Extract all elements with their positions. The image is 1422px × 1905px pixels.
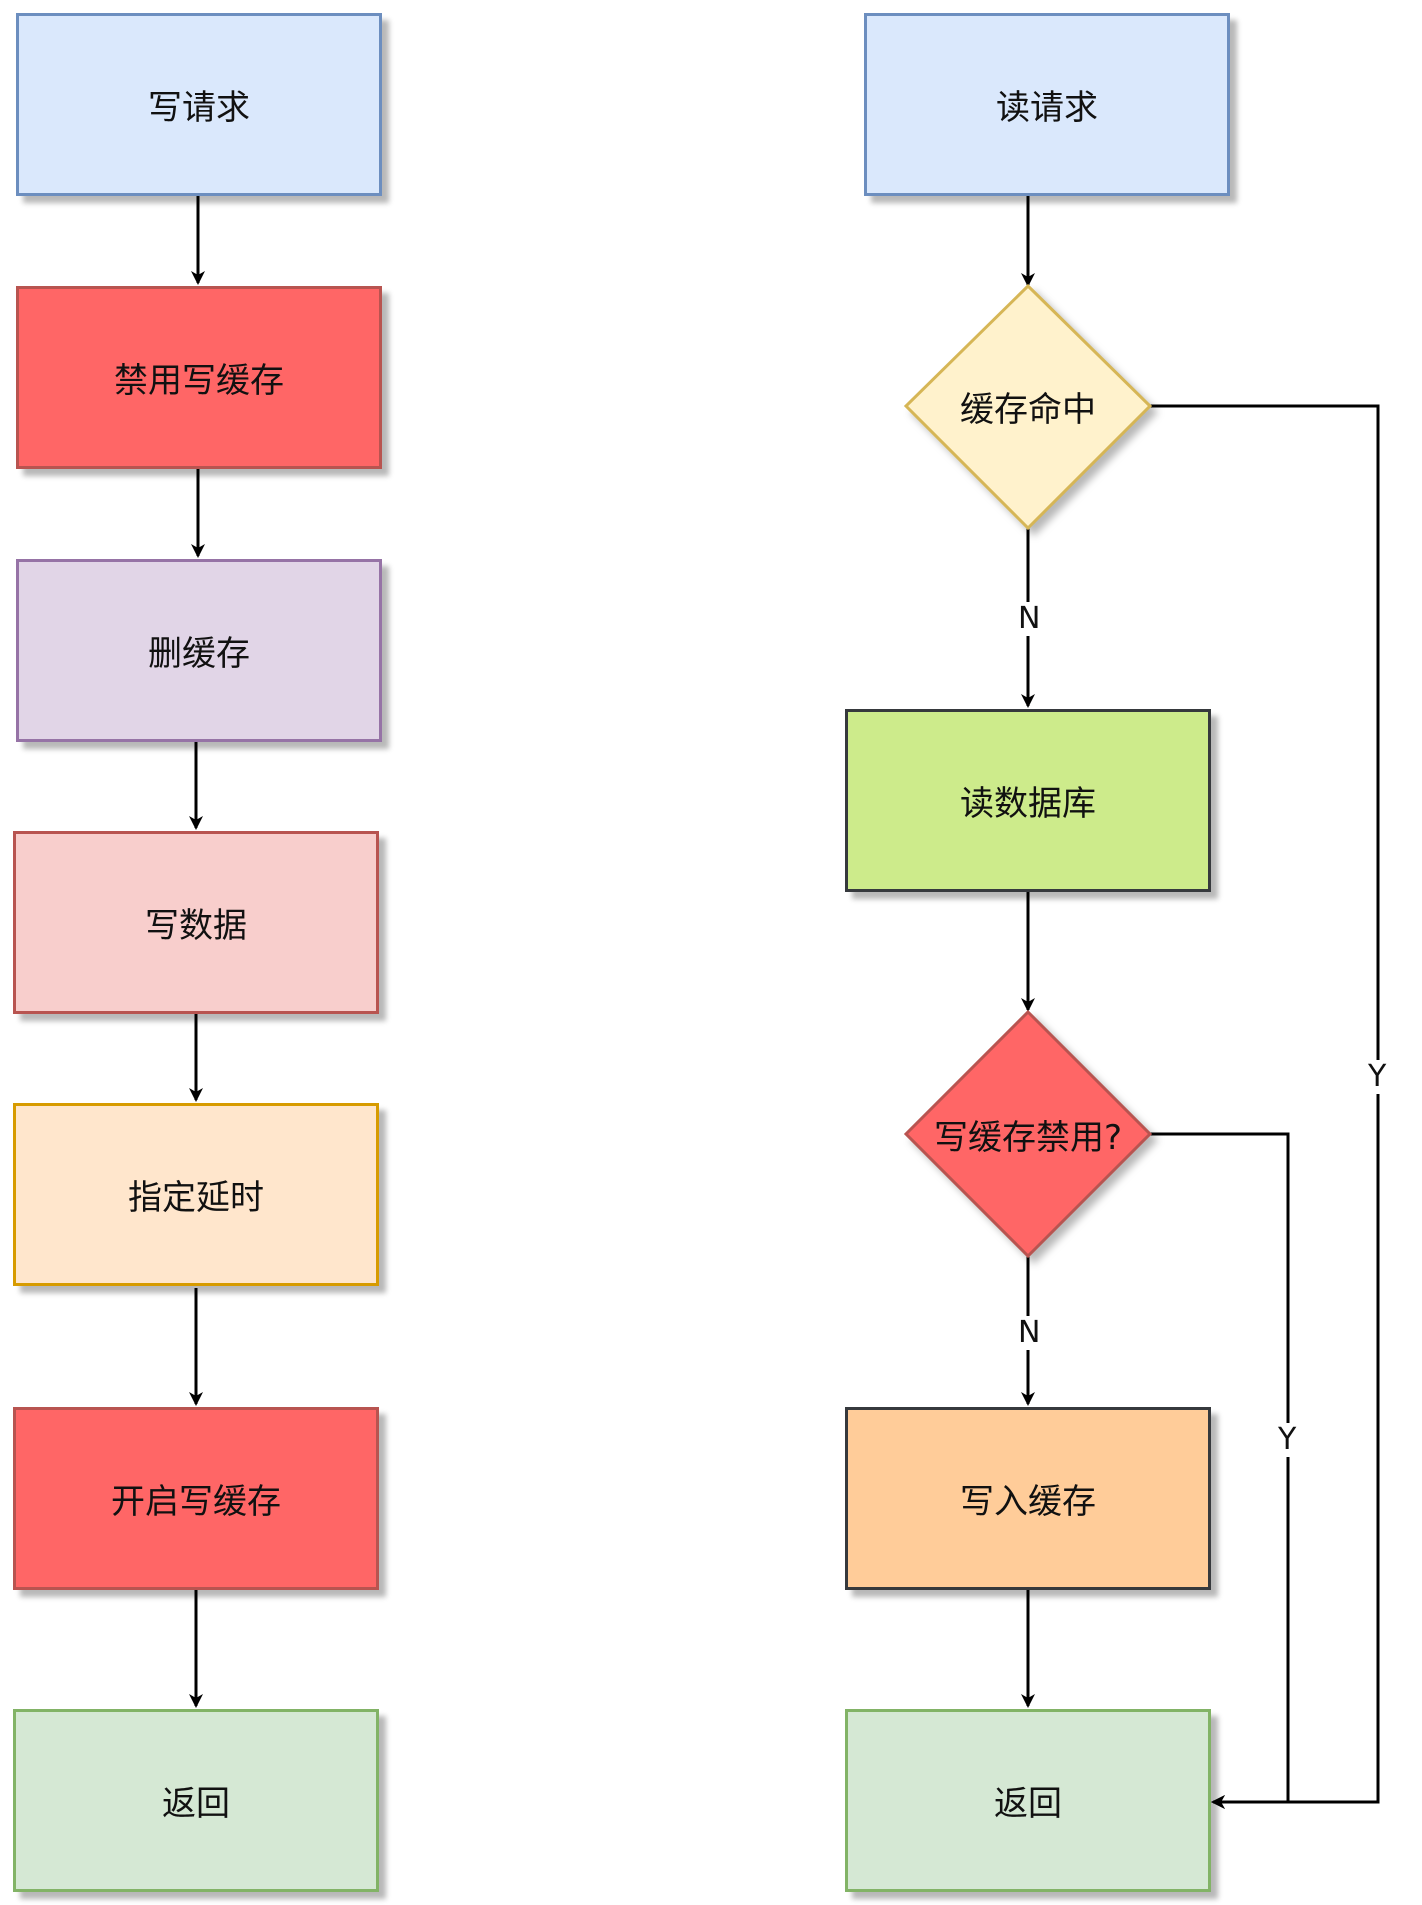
cache-disabled-label: 写缓存禁用? xyxy=(933,1117,1123,1158)
read-return-node: 返回 xyxy=(845,1709,1211,1892)
cache-hit-label: 缓存命中 xyxy=(960,389,1096,430)
cache-disabled-no-label: N xyxy=(1016,1315,1043,1350)
enable-write-cache-label: 开启写缓存 xyxy=(111,1482,281,1522)
write-data-label: 写数据 xyxy=(145,906,247,946)
write-return-node: 返回 xyxy=(13,1709,379,1892)
arrow-cache-hit-yes xyxy=(1150,404,1380,1809)
enable-write-cache-node: 开启写缓存 xyxy=(13,1407,379,1590)
disable-write-cache-node: 禁用写缓存 xyxy=(16,286,382,469)
write-request-label: 写请求 xyxy=(148,88,250,128)
cache-disabled-yes-label: Y xyxy=(1276,1422,1299,1457)
cache-hit-no-label: N xyxy=(1016,601,1043,636)
write-to-cache-node: 写入缓存 xyxy=(845,1407,1211,1590)
read-request-node: 读请求 xyxy=(864,13,1230,196)
set-delay-node: 指定延时 xyxy=(13,1103,379,1286)
cache-hit-diamond xyxy=(903,283,1153,531)
delete-cache-label: 删缓存 xyxy=(148,634,250,674)
write-return-label: 返回 xyxy=(162,1784,230,1824)
arrow-cache-disabled-yes xyxy=(1150,1132,1290,1809)
read-database-label: 读数据库 xyxy=(960,784,1096,824)
delete-cache-node: 删缓存 xyxy=(16,559,382,742)
cache-hit-yes-label: Y xyxy=(1366,1059,1389,1094)
write-data-node: 写数据 xyxy=(13,831,379,1014)
read-database-node: 读数据库 xyxy=(845,709,1211,892)
write-to-cache-label: 写入缓存 xyxy=(960,1482,1096,1522)
set-delay-label: 指定延时 xyxy=(128,1178,264,1218)
cache-disabled-diamond xyxy=(903,1009,1153,1259)
read-return-label: 返回 xyxy=(994,1784,1062,1824)
disable-write-cache-label: 禁用写缓存 xyxy=(114,361,284,401)
write-request-node: 写请求 xyxy=(16,13,382,196)
read-request-label: 读请求 xyxy=(996,88,1098,128)
